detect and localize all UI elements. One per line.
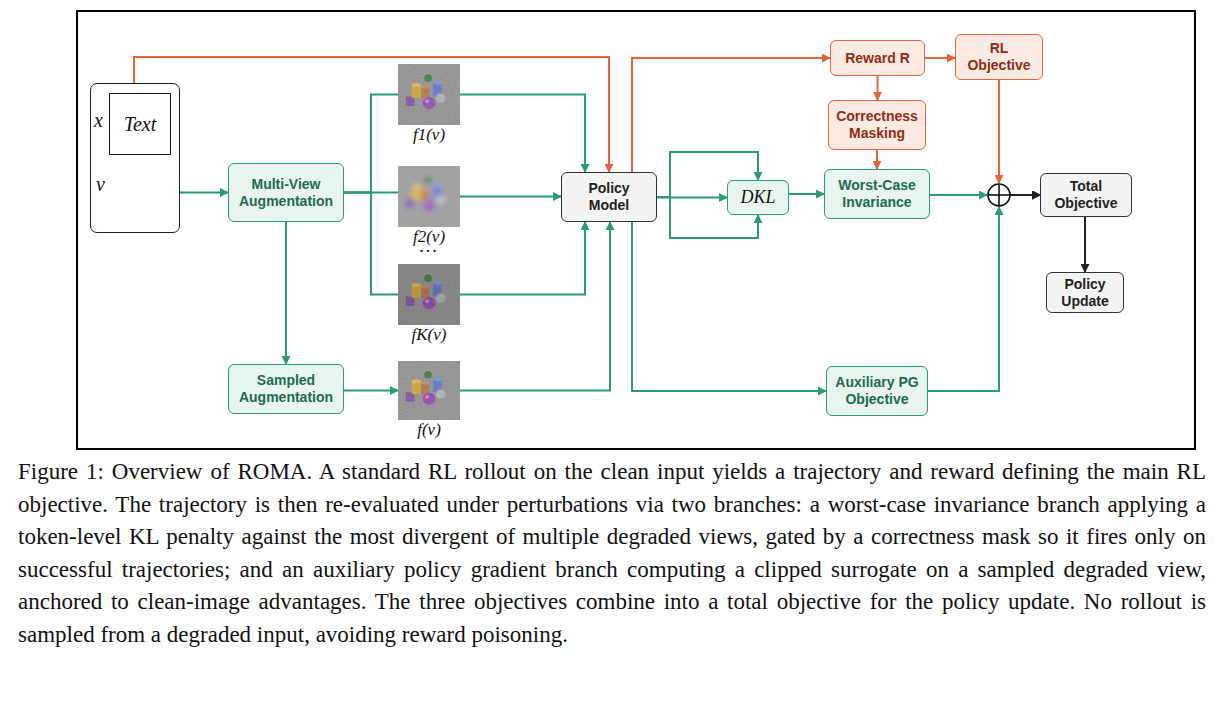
image-view: f(v)	[398, 361, 460, 420]
noisy-view	[394, 60, 464, 129]
connector-line	[999, 194, 1040, 196]
node-label: x	[94, 112, 103, 129]
divergence-box: DKL	[727, 180, 789, 215]
connector	[1085, 217, 1086, 272]
connector	[460, 222, 610, 391]
reward-box: Reward R	[830, 40, 925, 76]
connector-line	[930, 194, 987, 196]
connector-line	[344, 390, 398, 392]
connector-line	[876, 150, 878, 169]
node-label: Reward R	[845, 50, 910, 67]
mask-box: Correctness Masking	[828, 100, 926, 150]
image-view: f1(v)	[398, 64, 460, 125]
process-box: Multi-View Augmentation	[228, 163, 344, 222]
connector-line	[1084, 217, 1086, 272]
node-label: f(v)	[378, 421, 480, 438]
node-label: Policy Model	[568, 180, 650, 214]
model-box: Policy Model	[561, 172, 657, 222]
node-label: Multi-View Augmentation	[235, 176, 337, 210]
connector-line	[285, 222, 287, 364]
node-label: fK(v)	[378, 326, 480, 343]
connector-line	[789, 193, 824, 195]
node-label: v	[96, 176, 105, 193]
connector-line	[877, 76, 879, 100]
connector	[930, 195, 1040, 196]
connector	[925, 58, 955, 59]
input-box: x v Text	[90, 83, 180, 233]
update-box: Policy Update	[1046, 272, 1124, 313]
node-label: DKL	[740, 189, 775, 206]
figure-caption: Figure 1: Overview of ROMA. A standard R…	[18, 456, 1206, 652]
connector	[344, 390, 398, 391]
text-box: Text	[109, 93, 171, 155]
connector	[789, 194, 824, 195]
connector	[632, 222, 826, 391]
connector-line	[998, 80, 1000, 183]
node-label: Worst-Case Invariance	[831, 177, 923, 211]
sum-symbol	[988, 194, 1010, 196]
connector-line	[460, 222, 585, 295]
node-label: Text	[124, 116, 157, 133]
image-view: fK(v)	[398, 264, 460, 325]
connector-line	[925, 57, 955, 59]
connector-line	[460, 222, 610, 391]
connector	[460, 95, 585, 173]
connector-line	[632, 222, 826, 391]
degraded-view	[394, 260, 464, 329]
connector	[344, 95, 398, 193]
connector-line	[460, 196, 561, 198]
sum-symbol	[988, 184, 1010, 206]
connector-line	[344, 193, 398, 295]
connector-line	[344, 95, 398, 193]
image-view: f2(v)	[398, 166, 460, 227]
blurred-view	[394, 162, 464, 231]
sum-symbol	[998, 184, 1000, 206]
connector	[460, 196, 561, 197]
process-box: Sampled Augmentation	[228, 364, 344, 414]
connector-line	[460, 95, 585, 173]
node-label: f1(v)	[378, 126, 480, 143]
connector	[344, 193, 398, 295]
objective-box: Auxiliary PG Objective	[826, 366, 928, 416]
ellipsis-label: ...	[416, 236, 442, 257]
connector-line	[632, 58, 830, 172]
node-label: RL Objective	[962, 40, 1036, 74]
node-label: Correctness Masking	[835, 108, 919, 142]
total-box: Total Objective	[1040, 173, 1132, 217]
connector	[180, 192, 228, 193]
node-label: Auxiliary PG Objective	[833, 374, 921, 408]
connector	[877, 150, 878, 169]
connector-line	[928, 207, 999, 391]
node-label: Policy Update	[1053, 276, 1117, 310]
connector-line	[999, 194, 1040, 196]
connector	[460, 222, 585, 295]
connector	[928, 195, 1040, 391]
node-label: Sampled Augmentation	[235, 372, 337, 406]
invariance-box: Worst-Case Invariance	[824, 169, 930, 219]
objective-box: RL Objective	[955, 34, 1043, 80]
connector-line	[999, 194, 1040, 196]
connector	[286, 222, 287, 364]
node-label: Total Objective	[1047, 178, 1125, 212]
connector	[632, 58, 830, 172]
connector-line	[180, 192, 228, 194]
connector	[999, 80, 1040, 195]
connector	[877, 76, 878, 100]
sampled-view	[394, 357, 464, 423]
